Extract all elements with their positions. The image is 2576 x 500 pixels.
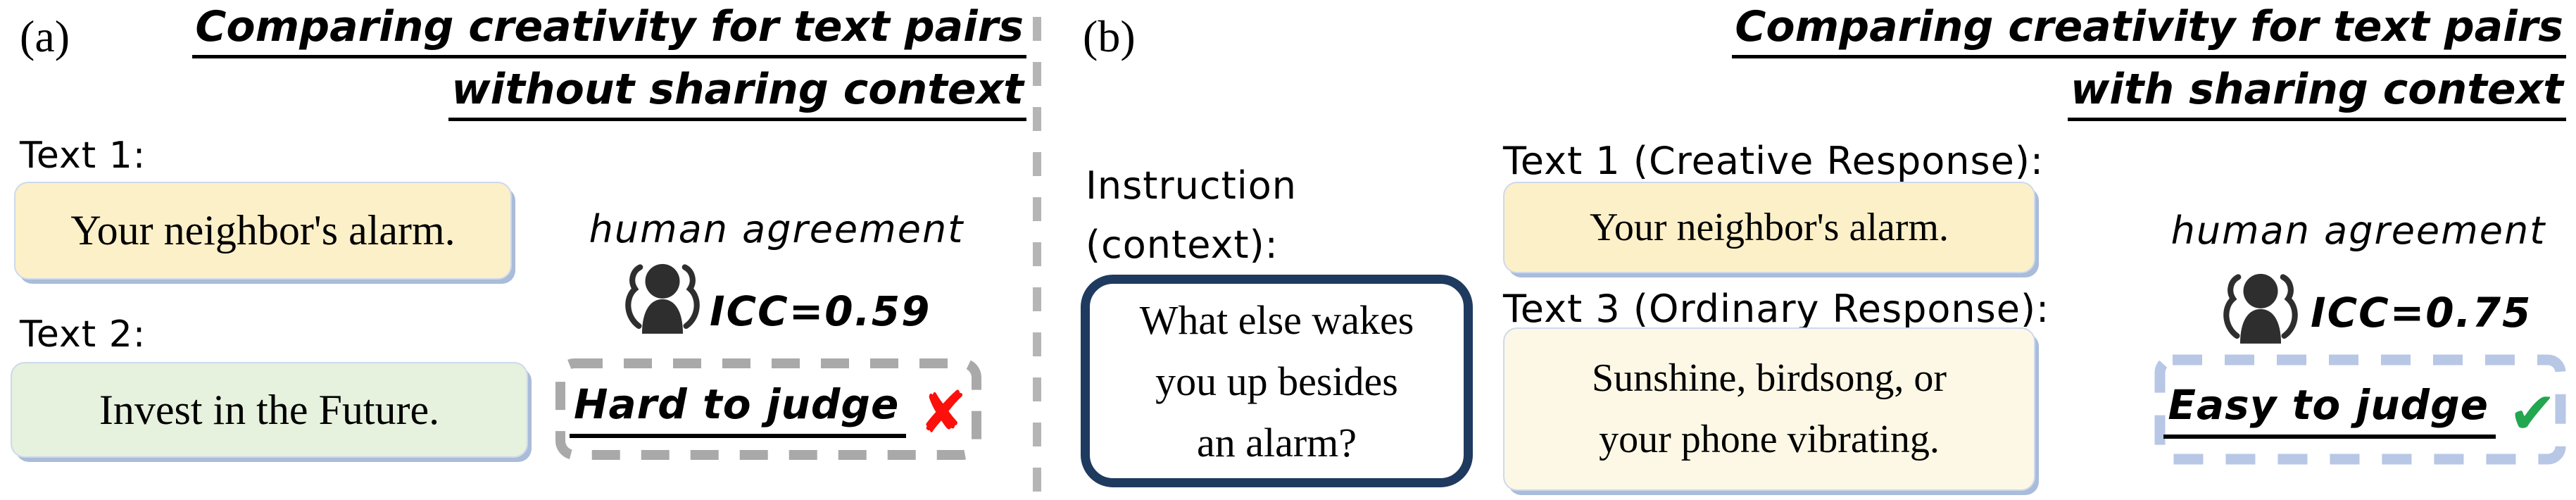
instruction-box-line3: an alarm? [1196, 419, 1357, 465]
panel-a-text1-box: Your neighbor's alarm. [14, 182, 512, 280]
panel-a-text2-value: Invest in the Future. [99, 386, 440, 433]
panel-b-label: (b) [1083, 11, 1136, 61]
panel-a-text2-box: Invest in the Future. [11, 362, 528, 458]
panel-b-icc-value: ICC=0.75 [2311, 289, 2532, 337]
instruction-label-line2: (context): [1086, 222, 1278, 267]
panel-a-human-agreement-label: human agreement [589, 207, 965, 251]
panel-a-text1-label: Text 1: [20, 135, 146, 177]
panel-a-title-line2: without sharing context [448, 68, 1026, 121]
panel-a-label: (a) [20, 11, 70, 61]
panel-b-title-line2: with sharing context [2067, 65, 2566, 121]
panel-b-text1-box: Your neighbor's alarm. [1503, 182, 2035, 273]
panel-a-icc-value: ICC=0.59 [710, 287, 931, 335]
panel-b-title-bold-word: with [2070, 65, 2175, 114]
panel-b-title-line1: Comparing creativity for text pairs [1732, 6, 2566, 58]
panel-a-verdict: Hard to judge ✘ [555, 358, 982, 461]
red-cross-icon: ✘ [919, 380, 968, 447]
panel-a-title-line1: Comparing creativity for text pairs [192, 6, 1026, 58]
panel-a-title-line2-rest: sharing context [634, 65, 1024, 114]
green-check-icon: ✔ [2508, 380, 2557, 447]
instruction-box-line2: you up besides [1155, 358, 1398, 404]
panel-b-text3-value-line1: Sunshine, birdsong, or [1592, 356, 1947, 401]
panel-a-text2-label: Text 2: [20, 313, 146, 356]
panel-b-title-line2-rest: sharing context [2174, 65, 2563, 114]
people-group-icon [2219, 272, 2302, 344]
panel-a-text1-value: Your neighbor's alarm. [70, 207, 455, 254]
people-group-icon [621, 262, 704, 334]
panel-a-title-bold-word: without [451, 65, 635, 114]
panel-b-human-agreement-label: human agreement [2170, 208, 2546, 253]
panel-b-verdict-label: Easy to judge [2163, 381, 2496, 439]
instruction-context-box: What else wakes you up besides an alarm? [1081, 275, 1473, 487]
panel-a-title: Comparing creativity for text pairs with… [111, 6, 1026, 121]
panel-b-text3-box: Sunshine, birdsong, or your phone vibrat… [1503, 327, 2035, 491]
instruction-label-line1: Instruction [1086, 163, 1298, 208]
panel-b-title: Comparing creativity for text pairs with… [1651, 6, 2566, 121]
panel-b-text1-value: Your neighbor's alarm. [1590, 206, 1949, 249]
instruction-box-line1: What else wakes [1139, 296, 1414, 343]
panel-b-verdict: Easy to judge ✔ [2154, 354, 2566, 465]
panel-a-verdict-label: Hard to judge [569, 380, 907, 438]
instruction-context-label: Instruction (context): [1086, 156, 1297, 274]
panel-divider [1033, 17, 1041, 496]
panel-b-text3-value-line2: your phone vibrating. [1599, 418, 1940, 461]
panel-b-text1-label: Text 1 (Creative Response): [1503, 139, 2044, 183]
panel-b-text3-label: Text 3 (Ordinary Response): [1503, 287, 2050, 331]
